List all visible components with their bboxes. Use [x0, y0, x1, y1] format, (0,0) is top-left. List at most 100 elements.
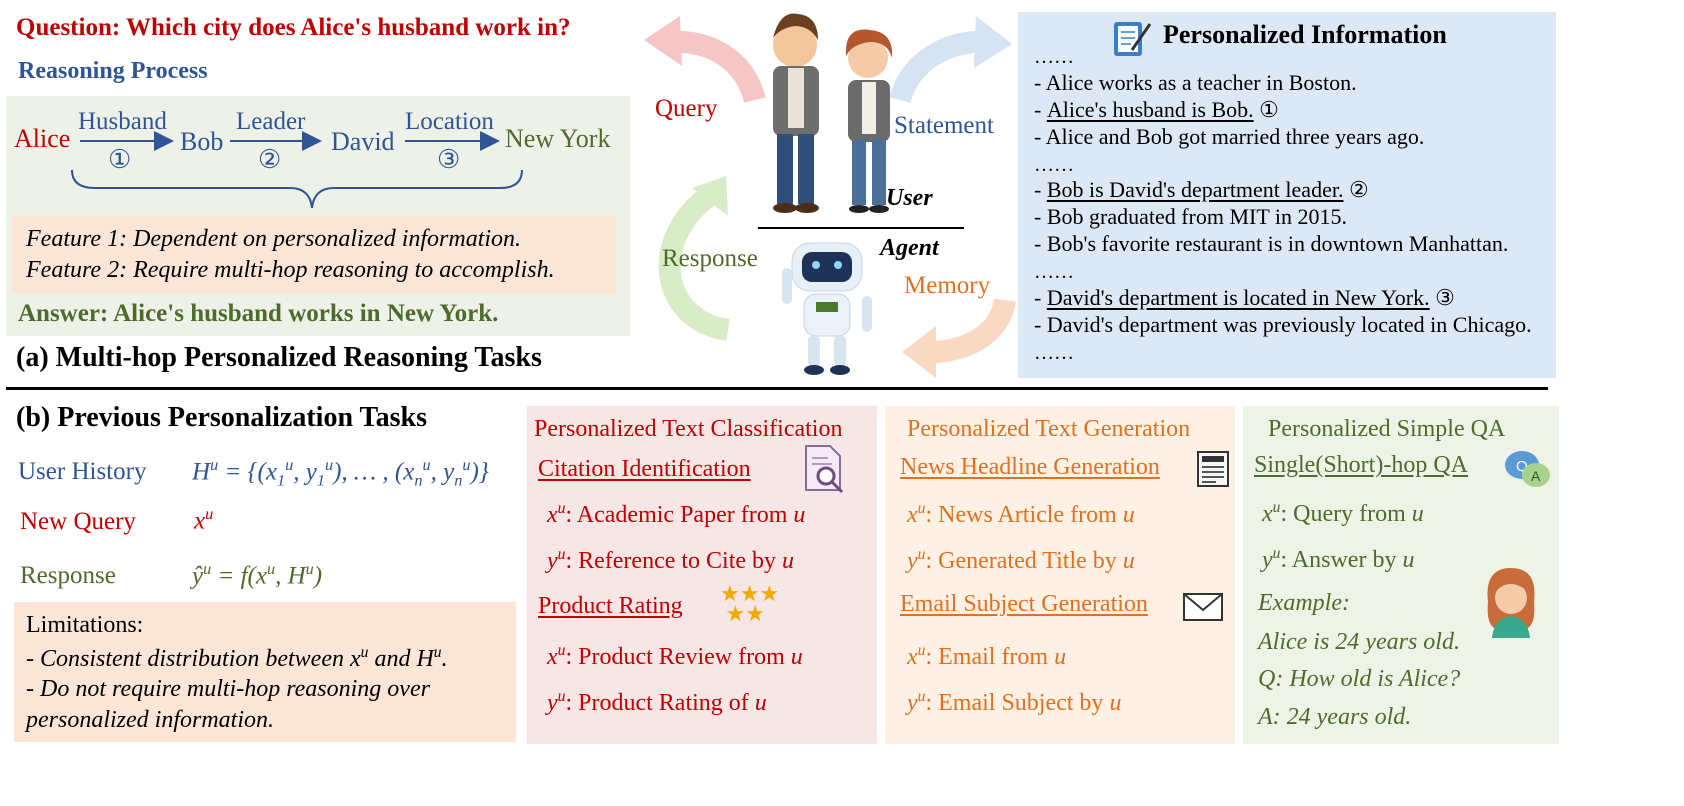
qa-x: xu: Query from u — [1262, 499, 1424, 527]
limitations-box — [14, 602, 516, 742]
girl-figure — [845, 29, 893, 213]
limitations-title: Limitations: — [26, 612, 144, 638]
qa-example-label: Example: — [1258, 590, 1350, 616]
news-y: yu: Generated Title by u — [907, 546, 1135, 574]
personalized-info-title: Personalized Information — [1163, 20, 1447, 49]
section-a-title: (a) Multi-hop Personalized Reasoning Tas… — [16, 342, 542, 373]
user-history-label: User History — [18, 458, 147, 485]
response-arrow — [658, 186, 731, 341]
memory-arrow — [929, 297, 1016, 363]
generation-panel — [885, 406, 1235, 744]
chain-marker-2: ② — [258, 145, 282, 174]
chain-marker-1: ① — [108, 145, 132, 174]
center-illustration — [644, 13, 1016, 378]
features-box — [12, 216, 616, 294]
info-ellipsis-1: …… — [1034, 46, 1074, 68]
envelope-icon — [1183, 593, 1223, 621]
svg-text:Q: Q — [1516, 458, 1528, 475]
news-headline-task: News Headline Generation — [900, 454, 1160, 480]
personalized-info-panel — [1018, 12, 1556, 378]
query-label: Query — [655, 95, 718, 122]
feature-2: Feature 2: Require multi-hop reasoning t… — [26, 257, 555, 283]
user-label: User — [886, 185, 933, 211]
chain-edge-leader: Leader — [236, 108, 306, 135]
qa-chat-icon: Q A — [1505, 451, 1550, 487]
query-arrow-head — [644, 16, 682, 66]
svg-text:A: A — [1531, 468, 1541, 484]
info-line-8: - David's department was previously loca… — [1034, 312, 1532, 337]
boy-figure — [773, 13, 819, 213]
email-subject-task: Email Subject Generation — [900, 591, 1148, 617]
notepad-icon — [1114, 22, 1152, 56]
document-search-icon — [805, 445, 844, 494]
response-row-label: Response — [20, 562, 116, 589]
limitation-2b: personalized information. — [26, 707, 275, 733]
classification-title: Personalized Text Classification — [534, 416, 843, 442]
section-divider — [6, 387, 1548, 390]
info-marker-2: ② — [1348, 177, 1369, 202]
statement-arrow — [889, 30, 986, 104]
info-line-6: - Bob's favorite restaurant is in downto… — [1034, 231, 1509, 256]
memory-label: Memory — [904, 272, 991, 299]
info-marker-3: ③ — [1435, 285, 1455, 310]
newspaper-icon — [1197, 451, 1229, 487]
chain-node-david: David — [331, 127, 395, 156]
question-text: Question: Which city does Alice's husban… — [16, 14, 571, 41]
statement-label: Statement — [894, 112, 994, 139]
qa-example-2: Q: How old is Alice? — [1258, 666, 1461, 692]
product-y: yu: Product Rating of u — [547, 688, 767, 716]
user-history-formula: Hu = {(x1u, y1u), … , (xnu, ynu)} — [192, 456, 489, 490]
girl-avatar-icon — [1487, 568, 1535, 638]
citation-y: yu: Reference to Cite by u — [547, 546, 795, 574]
robot-figure — [782, 242, 872, 375]
info-line-2: - Alice's husband is Bob. ① — [1034, 97, 1279, 122]
info-underlined-3: David's department is located in New Yor… — [1046, 285, 1430, 310]
news-x: xu: News Article from u — [907, 500, 1135, 528]
qa-example-3: A: 24 years old. — [1258, 704, 1412, 730]
new-query-label: New Query — [20, 508, 136, 535]
qa-y: yu: Answer by u — [1262, 545, 1415, 573]
info-line-4: - Bob is David's department leader. ② — [1034, 177, 1369, 202]
memory-arrow-head — [902, 326, 936, 378]
generation-title: Personalized Text Generation — [907, 416, 1191, 442]
single-hop-qa-task: Single(Short)-hop QA — [1254, 452, 1468, 478]
feature-1: Feature 1: Dependent on personalized inf… — [26, 226, 522, 252]
query-arrow — [671, 30, 766, 104]
info-underlined-1: Alice's husband is Bob. — [1046, 97, 1254, 122]
info-line-1: - Alice works as a teacher in Boston. — [1034, 70, 1357, 95]
stars-icon: ★★★ ★★ — [720, 581, 780, 626]
new-query-formula: xu — [194, 505, 214, 535]
section-b-title: (b) Previous Personalization Tasks — [16, 402, 427, 433]
chain-brace — [71, 169, 523, 209]
chain-node-alice: Alice — [14, 124, 71, 153]
answer-text: Answer: Alice's husband works in New Yor… — [18, 300, 499, 327]
info-underlined-2: Bob is David's department leader. — [1046, 177, 1344, 202]
info-line-7: - David's department is located in New Y… — [1034, 285, 1455, 310]
citation-x: xu: Academic Paper from u — [547, 500, 806, 528]
qa-title: Personalized Simple QA — [1268, 416, 1506, 442]
reasoning-title: Reasoning Process — [18, 58, 208, 84]
limitation-2: - Do not require multi-hop reasoning ove… — [26, 676, 430, 702]
qa-example-1: Alice is 24 years old. — [1258, 629, 1460, 655]
product-rating-task: Product Rating — [538, 593, 683, 619]
info-ellipsis-3: …… — [1034, 261, 1074, 283]
info-ellipsis-4: …… — [1034, 342, 1074, 364]
limitation-1: - Consistent distribution between xu and… — [26, 644, 448, 672]
chain-arrows — [71, 131, 523, 209]
info-line-3: - Alice and Bob got married three years … — [1034, 124, 1425, 149]
response-arrow-head — [692, 176, 728, 216]
chain-edge-husband: Husband — [78, 108, 167, 135]
product-x: xu: Product Review from u — [547, 642, 803, 670]
email-x: xu: Email from u — [907, 642, 1067, 670]
chain-node-bob: Bob — [180, 127, 224, 156]
chain-marker-3: ③ — [437, 145, 461, 174]
response-formula: ŷu = f(xu, Hu) — [192, 560, 323, 590]
info-marker-1: ① — [1259, 97, 1279, 122]
info-ellipsis-2: …… — [1034, 154, 1074, 176]
chain-node-new-york: New York — [505, 124, 611, 153]
email-y: yu: Email Subject by u — [907, 688, 1122, 716]
statement-arrow-head — [974, 16, 1012, 68]
chain-edge-location: Location — [405, 108, 494, 135]
response-label: Response — [662, 245, 758, 272]
citation-identification-task: Citation Identification — [538, 456, 751, 482]
